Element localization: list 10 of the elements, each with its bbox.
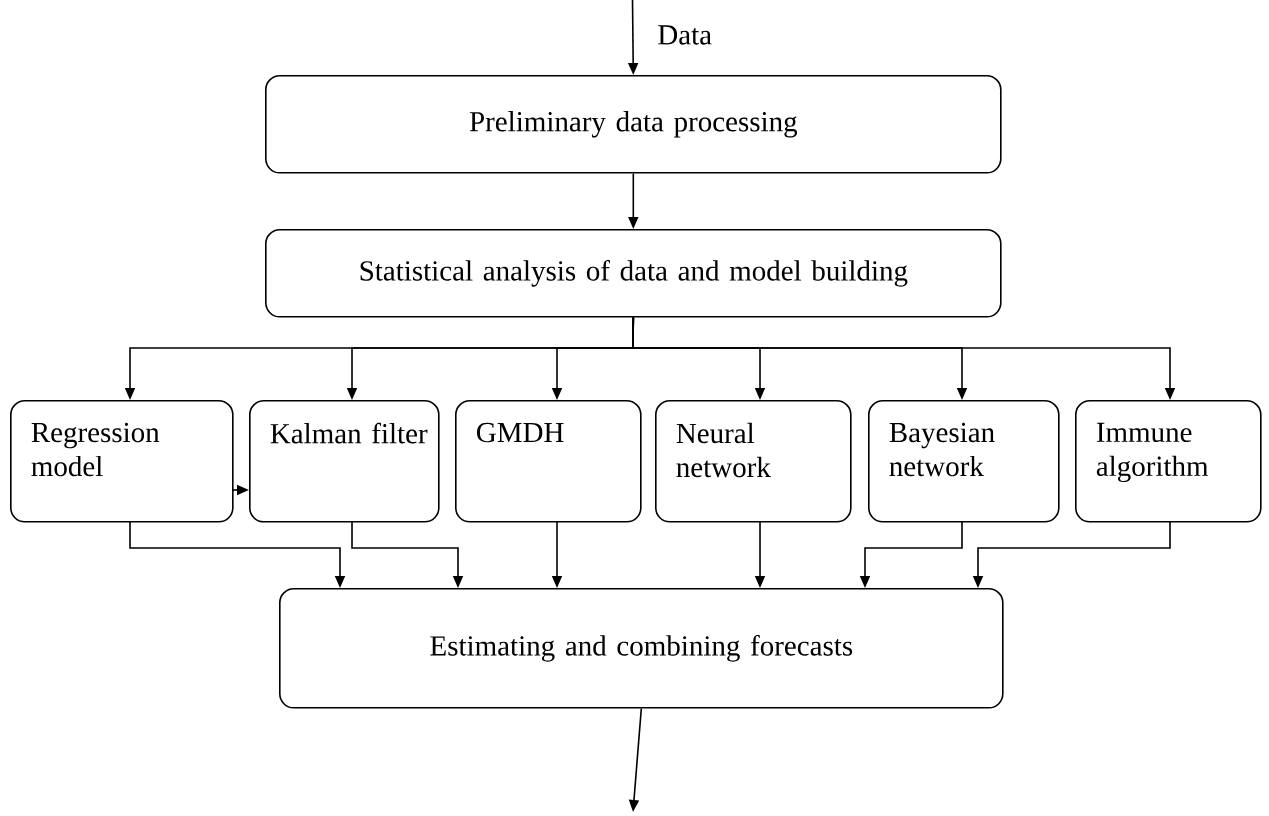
process-box: Bayesian network [868,400,1060,523]
process-box: Immune algorithm [1075,400,1262,523]
process-box: Statistical analysis of data and model building [265,229,1002,318]
process-box: Kalman filter [249,400,440,523]
process-box: Estimating and combining forecasts [279,588,1004,709]
process-box: Regression model [10,400,234,523]
process-box: Neural network [655,400,852,523]
edge-label: Data [658,25,712,45]
process-box: GMDH [455,400,642,523]
process-box: Preliminary data processing [265,75,1002,174]
